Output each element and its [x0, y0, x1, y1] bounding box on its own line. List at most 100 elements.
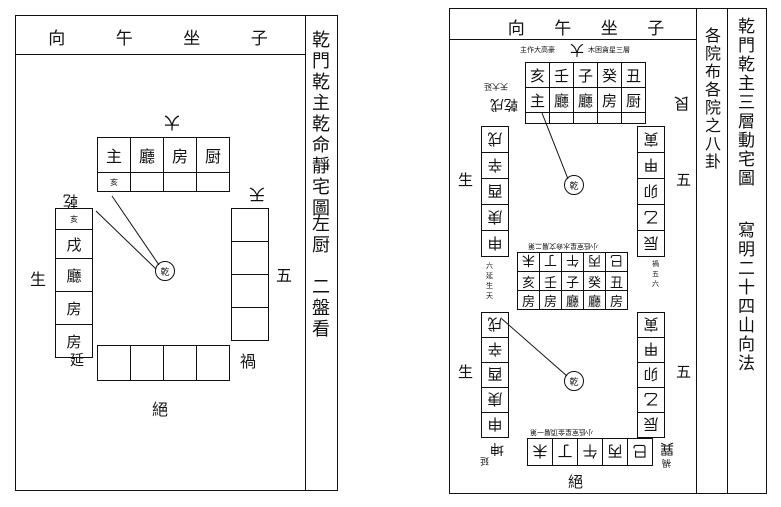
- lower-left-column: 戌 辛 酉 庚 申: [481, 312, 509, 438]
- lower-left-col-cell: 辛: [481, 337, 509, 363]
- lower-left-col-cell: 申: [481, 412, 509, 438]
- bottom-cell: [97, 345, 131, 381]
- right-col-cell: [231, 307, 269, 341]
- upper-left-outer: 生: [458, 171, 474, 189]
- upper-cell: 癸: [597, 62, 622, 88]
- mid-cell: 房: [605, 290, 628, 310]
- right-col-cell: [231, 241, 269, 275]
- mid-cell: 丁: [539, 252, 562, 272]
- right-header: 向 午 坐 子: [494, 13, 680, 39]
- right-side-top-label: 天: [249, 185, 266, 204]
- left-top-label: 大: [164, 113, 181, 132]
- mid-right-small: 禍五六: [652, 260, 659, 288]
- top-small-cell: [130, 172, 164, 192]
- upper-empty-cell: [525, 112, 550, 124]
- right-title-rule: [727, 9, 728, 493]
- right-top-label: 大: [570, 41, 584, 57]
- upper-right-col-cell: 乙: [637, 204, 665, 231]
- mid-cell: 癸: [583, 271, 606, 291]
- lower-right-col-cell: 乙: [637, 387, 665, 413]
- top-room-cell: 厨: [196, 137, 230, 173]
- upper-cell: 亥: [525, 62, 550, 88]
- bottom-cell: 未: [527, 438, 553, 466]
- left-title: 乾門乾主乾命靜宅圖: [309, 30, 330, 219]
- left-title-rule: [305, 16, 306, 490]
- upper-right-column: 寅 甲 卯 乙 辰: [637, 126, 665, 257]
- left-header: 向 午 坐 子: [24, 21, 294, 51]
- bottom-cell: [196, 345, 230, 381]
- lower-right-col-cell: 寅: [637, 312, 665, 338]
- left-header-char: 子: [250, 28, 270, 49]
- upper-left-col-cell: 申: [481, 230, 509, 257]
- left-bottom-row: [97, 345, 230, 381]
- left-col-cell: 房: [55, 291, 93, 325]
- mid-cell: 子: [561, 271, 584, 291]
- upper-empty-row: [525, 112, 646, 124]
- mid-cell: 巳: [605, 252, 628, 272]
- mid-left-small: 六延生天: [486, 262, 493, 300]
- mid-cell: 亥: [517, 271, 540, 291]
- upper-right-col-cell: 甲: [637, 152, 665, 179]
- top-small-note-right: 木困貪星三層: [588, 46, 630, 54]
- upper-left-col-cell: 辛: [481, 152, 509, 179]
- upper-left-col-cell: 戌: [481, 126, 509, 153]
- right-upper-center-mark: 乾: [564, 175, 584, 195]
- upper-right-outer: 五: [676, 171, 692, 189]
- mid-cell: 丙: [583, 252, 606, 272]
- lower-left-col-cell: 戌: [481, 312, 509, 338]
- left-top-row-lower: 亥: [97, 172, 230, 192]
- right-header-char: 向: [507, 18, 527, 39]
- upper-cell: 子: [573, 62, 598, 88]
- left-center-mark: 乾: [155, 261, 175, 281]
- far-left-label: 生: [30, 270, 47, 289]
- bottom-left-label: 坤: [490, 440, 504, 456]
- bottom-cell: [163, 345, 197, 381]
- mid-row-3: 房 房 廳 廳 房: [517, 290, 628, 310]
- bottom-cell: 丙: [602, 438, 628, 466]
- upper-right-col-cell: 辰: [637, 230, 665, 257]
- bottom-left-small: 延: [480, 455, 490, 465]
- left-col-cell: 房: [55, 324, 93, 358]
- upper-cell: 厨: [621, 87, 646, 113]
- mid-cell: 廳: [583, 290, 606, 310]
- mid-cell: 房: [539, 290, 562, 310]
- mid-cell: 壬: [539, 271, 562, 291]
- mid-cell: 未: [517, 252, 540, 272]
- lower-left-col-cell: 酉: [481, 362, 509, 388]
- bottom-cell: 丁: [552, 438, 578, 466]
- upper-cell: 廳: [573, 87, 598, 113]
- bottom-cell: [130, 345, 164, 381]
- upper-left-col-cell: 庚: [481, 204, 509, 231]
- left-header-char: 向: [48, 28, 68, 49]
- top-room-cell: 主: [97, 137, 131, 173]
- mid-note: 小低室星水命文層二第: [528, 242, 598, 250]
- top-small-note-left: 主作大高豪: [520, 46, 555, 54]
- upper-empty-cell: [549, 112, 574, 124]
- top-room-cell: 房: [163, 137, 197, 173]
- bottom-cell: 巳: [627, 438, 653, 466]
- lower-note: 小低室星金頂層一第: [530, 428, 593, 436]
- left-col-cell: 戌: [55, 229, 93, 259]
- upper-top-row: 亥 壬 子 癸 丑: [525, 62, 646, 88]
- left-col-cell: 亥: [55, 208, 93, 230]
- mid-row-1: 未 丁 午 丙 巳: [517, 252, 628, 272]
- upper-left-column: 戌 辛 酉 庚 申: [481, 126, 509, 257]
- upper-cell: 房: [597, 87, 622, 113]
- bottom-cell: 午: [577, 438, 603, 466]
- right-lower-center-mark: 乾: [564, 371, 584, 391]
- lower-right-col-cell: 卯: [637, 362, 665, 388]
- left-header-char: 坐: [183, 28, 203, 49]
- left-page: 向 午 坐 子 乾門乾主乾命靜宅圖 左厨 二盤看 大 主 廳 房 厨 亥 乾 亥…: [15, 15, 338, 491]
- upper-right-label: 艮: [674, 94, 691, 113]
- right-note-rule: [696, 9, 697, 493]
- upper-right-col-cell: 卯: [637, 178, 665, 205]
- upper-empty-cell: [573, 112, 598, 124]
- upper-cell: 主: [525, 87, 550, 113]
- right-col-cell: [231, 274, 269, 308]
- lower-right-column: 寅 甲 卯 乙 辰: [637, 312, 665, 438]
- top-small-cell: [163, 172, 197, 192]
- lower-left-outer: 生: [458, 363, 474, 381]
- left-header-rule: [16, 54, 306, 55]
- right-header-rule: [450, 39, 696, 40]
- left-subtitle: 左厨 二盤看: [309, 214, 330, 340]
